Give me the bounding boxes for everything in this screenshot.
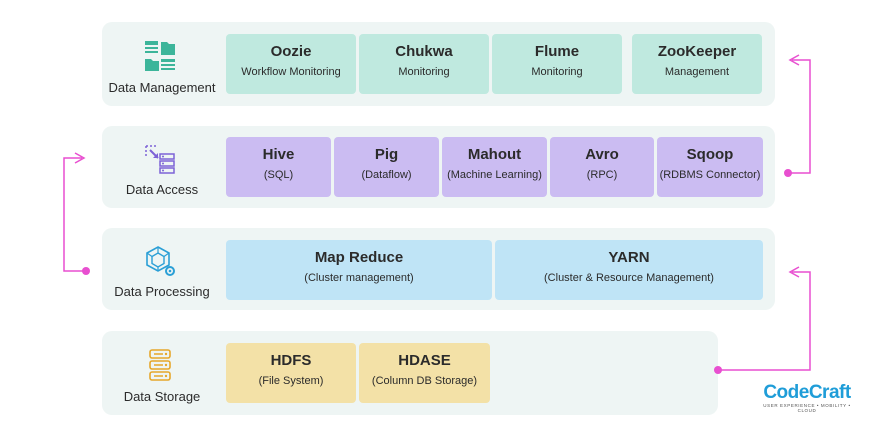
box-subtitle: Monitoring [531, 66, 583, 78]
box-title: HDASE [398, 352, 451, 369]
box-pig: Pig (Dataflow) [334, 137, 439, 197]
box-avro: Avro (RPC) [550, 137, 654, 197]
layer-label: Data Processing [114, 284, 210, 299]
connector-storage-to-processing [714, 266, 811, 374]
layer-data-processing: Data Processing Map Reduce (Cluster mana… [102, 228, 775, 310]
brand-name: CodeCraft [763, 382, 851, 403]
box-subtitle: Workflow Monitoring [241, 66, 341, 78]
box-title: HDFS [270, 352, 312, 369]
box-title: Hive [262, 146, 295, 163]
box-title: ZooKeeper [657, 43, 737, 60]
layer-data-management: Data Management Oozie Workflow Monitorin… [102, 22, 775, 106]
box-subtitle: (SQL) [263, 169, 294, 181]
box-hive: Hive (SQL) [226, 137, 331, 197]
connector-processing-to-access [63, 152, 90, 275]
box-oozie: Oozie Workflow Monitoring [226, 34, 356, 94]
box-hdase: HDASE (Column DB Storage) [359, 343, 490, 403]
box-sqoop: Sqoop (RDBMS Connector) [657, 137, 763, 197]
box-title: Flume [534, 43, 580, 60]
box-title: Map Reduce [314, 249, 404, 266]
box-subtitle: (RPC) [586, 169, 618, 181]
box-hdfs: HDFS (File System) [226, 343, 356, 403]
box-subtitle: Monitoring [398, 66, 450, 78]
box-title: Avro [585, 146, 619, 163]
connector-access-to-management [784, 54, 811, 177]
box-title: Mahout [467, 146, 522, 163]
box-subtitle: (RDBMS Connector) [659, 169, 761, 181]
box-subtitle: (Machine Learning) [447, 169, 542, 181]
box-subtitle: (Dataflow) [361, 169, 412, 181]
box-subtitle: Management [664, 66, 730, 78]
brand-tagline: USER EXPERIENCE • MOBILITY • CLOUD [763, 403, 851, 413]
layer-data-access: Data Access Hive (SQL) Pig (Dataflow) Ma… [102, 126, 775, 208]
layer-label: Data Storage [123, 389, 201, 404]
folders-icon [145, 41, 175, 71]
data-access-icon [145, 145, 175, 174]
box-subtitle: (Column DB Storage) [371, 375, 478, 387]
box-title: Oozie [270, 43, 312, 60]
box-title: Chukwa [395, 43, 453, 60]
layer-label: Data Management [108, 80, 216, 95]
box-subtitle: (Cluster management) [304, 272, 414, 284]
codecraft-logo: CodeCraft USER EXPERIENCE • MOBILITY • C… [757, 382, 857, 413]
layer-label: Data Access [125, 182, 199, 197]
box-zookeeper: ZooKeeper Management [632, 34, 762, 94]
box-mahout: Mahout (Machine Learning) [442, 137, 547, 197]
box-title: Sqoop [686, 146, 734, 163]
box-title: YARN [608, 249, 650, 266]
box-yarn: YARN (Cluster & Resource Management) [495, 240, 763, 300]
box-chukwa: Chukwa Monitoring [359, 34, 489, 94]
cube-gear-icon [146, 246, 175, 276]
layer-data-storage: Data Storage HDFS (File System) HDASE (C… [102, 331, 718, 415]
server-stack-icon [149, 349, 171, 381]
box-subtitle: (Cluster & Resource Management) [544, 272, 714, 284]
box-map-reduce: Map Reduce (Cluster management) [226, 240, 492, 300]
box-flume: Flume Monitoring [492, 34, 622, 94]
box-title: Pig [374, 146, 399, 163]
box-subtitle: (File System) [258, 375, 324, 387]
